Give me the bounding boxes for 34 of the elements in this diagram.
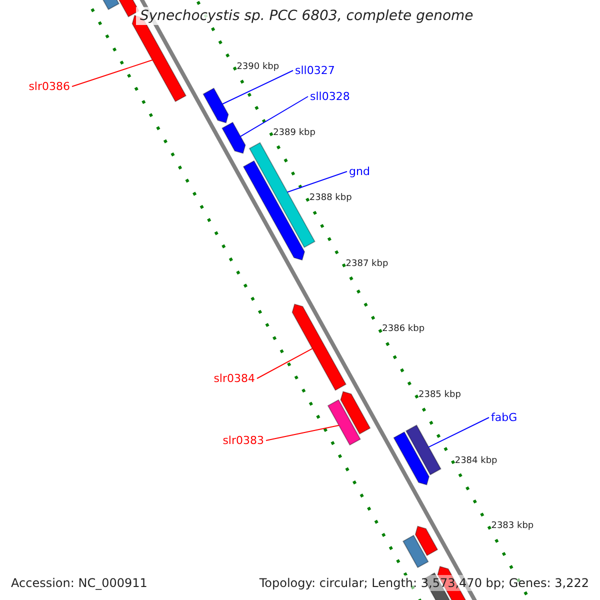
gene-bar — [414, 526, 438, 556]
leader-line — [286, 171, 348, 193]
gene-bar — [327, 399, 361, 446]
leader-line — [222, 70, 294, 104]
leader-line — [428, 417, 490, 448]
gene-label: sll0328 — [310, 90, 350, 103]
scale-label: 2385 kbp — [418, 390, 461, 400]
leader-line — [72, 60, 153, 87]
gene-bar — [402, 534, 429, 568]
genome-stats-text: Topology: circular; Length: 3,573,470 bp; Genes: 3,222 — [257, 575, 591, 591]
gene-bar — [202, 88, 229, 124]
gene-bar — [292, 304, 347, 391]
gene-label: fabG — [491, 411, 518, 424]
scale-label: 2390 kbp — [236, 62, 280, 72]
gene-bar — [222, 122, 246, 154]
gene-bar — [405, 424, 442, 476]
scale-label: 2387 kbp — [346, 258, 388, 269]
gene-label: slr0383 — [222, 434, 264, 447]
gene-label: slr0386 — [28, 80, 70, 93]
gene-label: slr0384 — [214, 372, 255, 385]
scale-label: 2389 kbp — [273, 128, 316, 138]
scale-label: 2384 kbp — [454, 456, 498, 466]
scale-label: 2386 kbp — [382, 324, 425, 334]
leader-line — [266, 424, 340, 441]
scale-label: 2388 kbp — [309, 193, 352, 204]
gene-bar — [242, 160, 306, 261]
gene-bar — [340, 390, 371, 435]
gene-bar — [393, 431, 430, 486]
gene-label: gnd — [349, 165, 370, 178]
accession-text: Accession: NC_000911 — [9, 575, 150, 591]
gene-label: sll0327 — [295, 64, 335, 77]
leader-line — [256, 348, 313, 379]
leader-line — [240, 96, 308, 137]
scale-label: 2383 kbp — [491, 521, 534, 532]
